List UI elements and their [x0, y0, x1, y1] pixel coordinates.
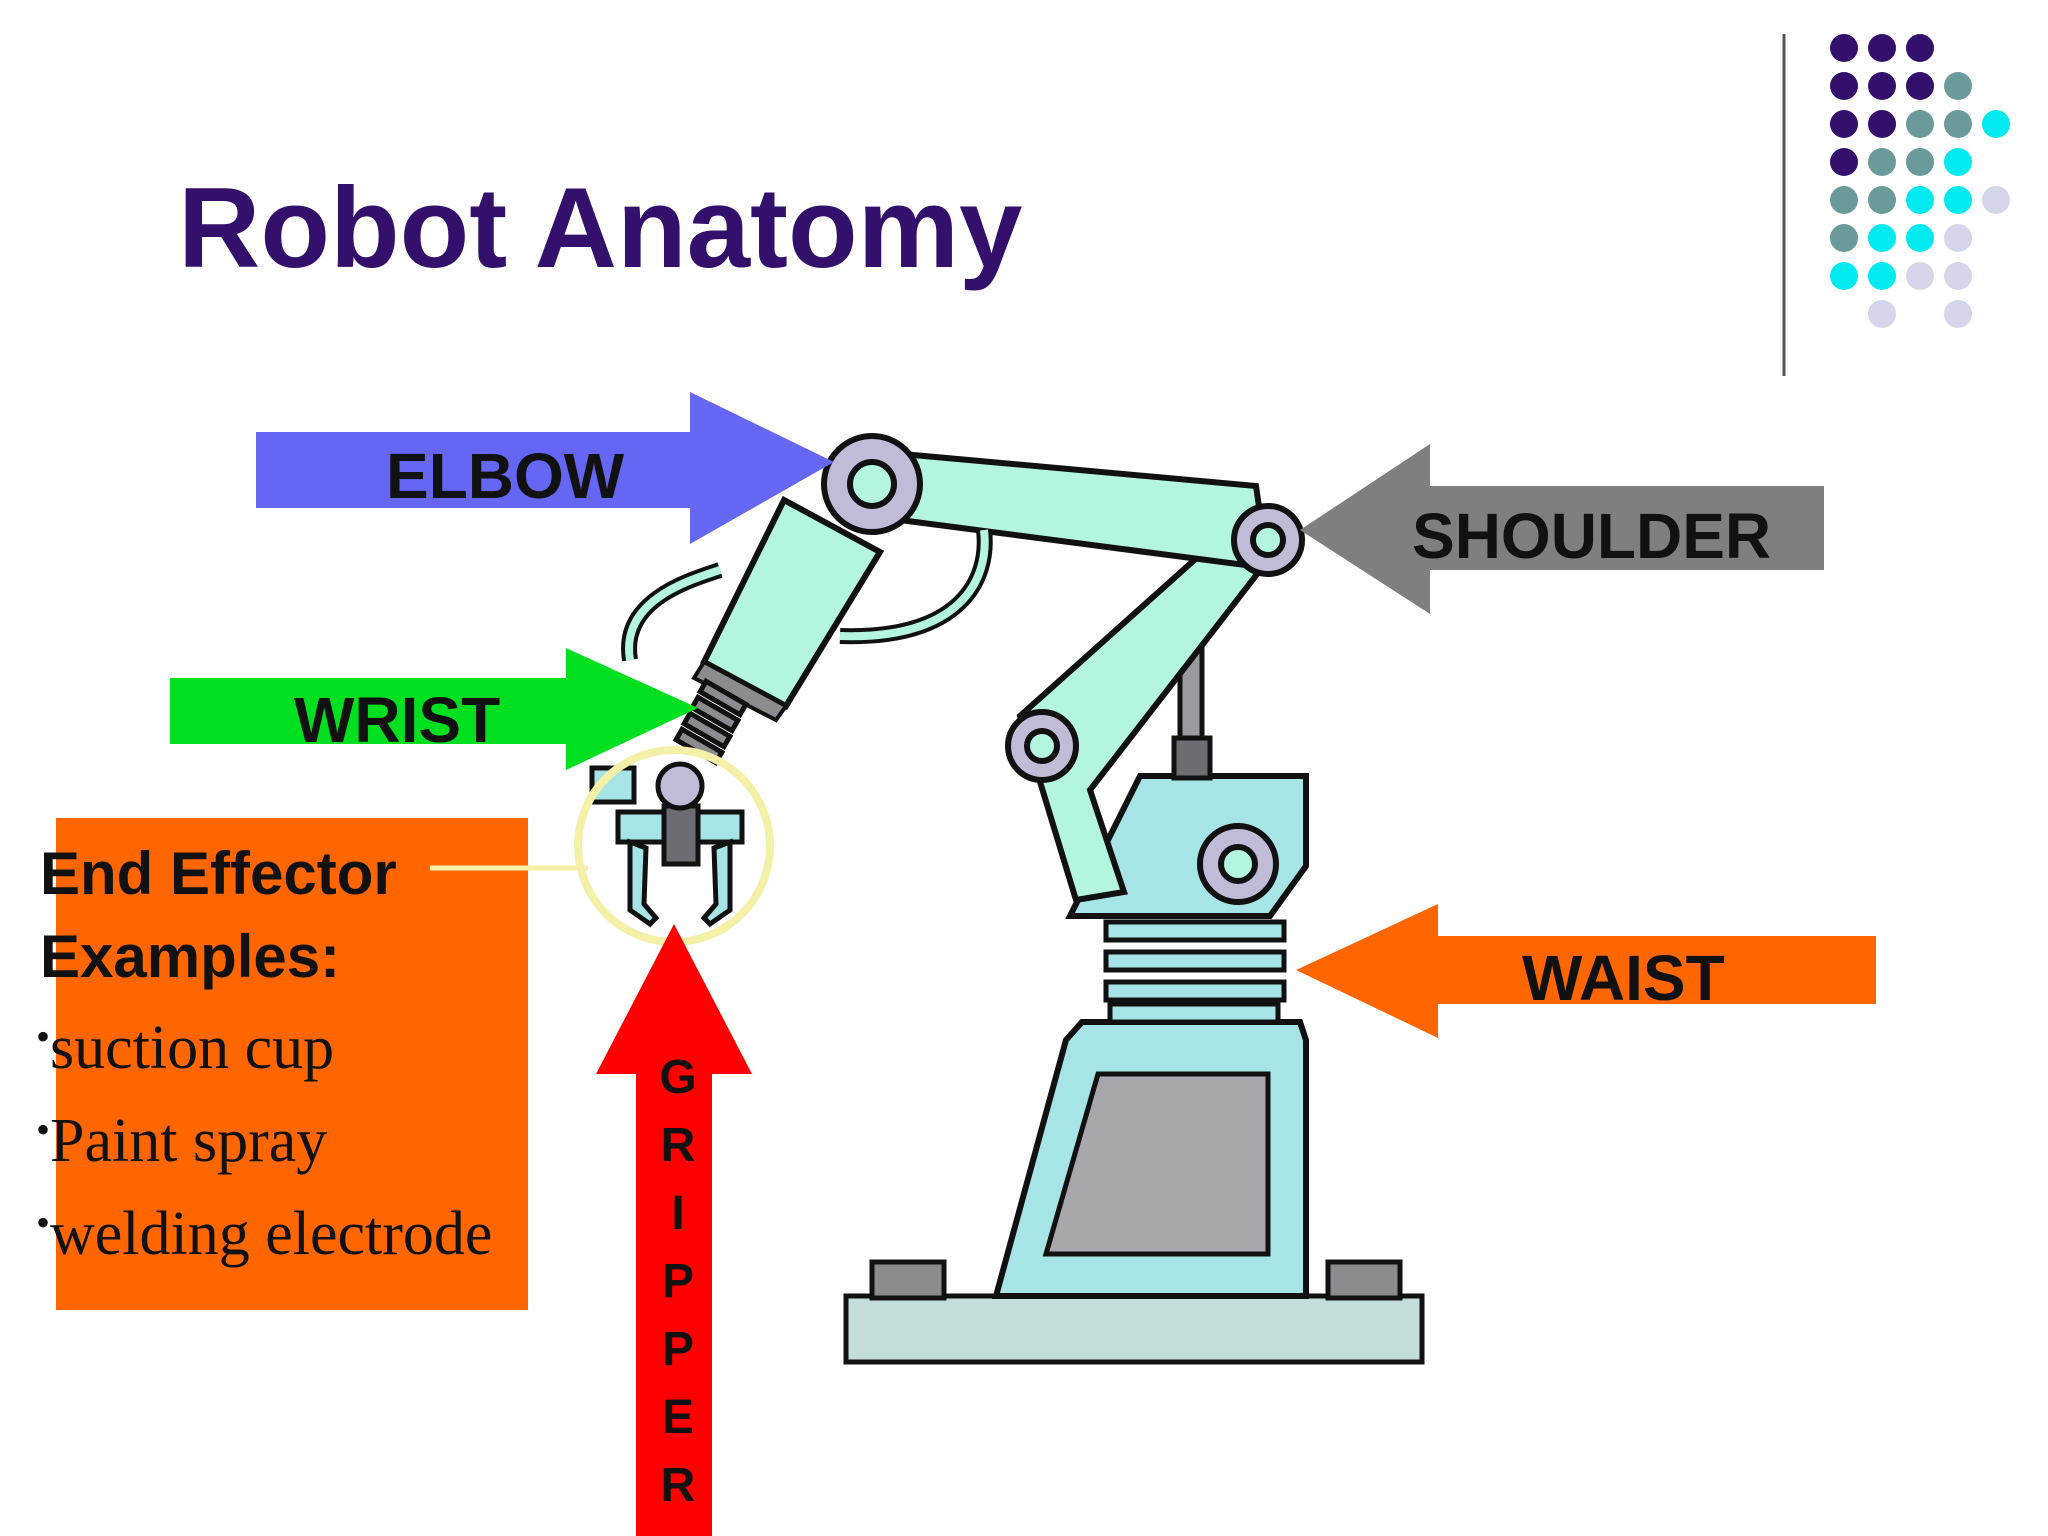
decor-dot [1944, 110, 1972, 138]
decor-dot [1944, 262, 1972, 290]
list-item-text: Paint spray [50, 1107, 328, 1175]
decor-dot [1906, 110, 1934, 138]
decor-dot [1868, 300, 1896, 328]
decor-dot [1830, 110, 1858, 138]
decor-dot [1830, 186, 1858, 214]
decor-dot [1944, 300, 1972, 328]
elbow-arrow [256, 392, 834, 544]
decor-dot [1906, 186, 1934, 214]
end-effector-box [56, 818, 528, 1310]
decor-dot [1868, 72, 1896, 100]
decor-dot [1868, 110, 1896, 138]
decor-dot [1906, 72, 1934, 100]
list-item-text: welding electrode [50, 1200, 493, 1268]
shoulder-arrow [1300, 444, 1824, 614]
decor-dot [1830, 148, 1858, 176]
gripper-letter: E [661, 1391, 694, 1444]
decor-dot [1868, 34, 1896, 62]
decor-dot [1906, 148, 1934, 176]
slide-title: Robot Anatomy [178, 165, 1023, 292]
decor-dot [1868, 148, 1896, 176]
gripper-letter: G [659, 1051, 697, 1104]
decor-dot [1868, 224, 1896, 252]
decor-dot [1830, 34, 1858, 62]
gripper-arrow [596, 924, 752, 1536]
decor-dot [1830, 224, 1858, 252]
gripper-letter: P [661, 1255, 694, 1308]
wrist-arrow [170, 648, 698, 770]
list-item: •Paint spray [36, 1089, 492, 1182]
waist-label: WAIST [1522, 942, 1725, 1014]
decor-dot [1944, 72, 1972, 100]
decor-dot [1906, 224, 1934, 252]
end-effector-heading-line2: Examples: [40, 923, 341, 990]
end-effector-heading-line1: End Effector [40, 840, 397, 907]
wrist-label: WRIST [294, 684, 501, 756]
elbow-label: ELBOW [386, 440, 625, 512]
bullet-icon: • [36, 1200, 51, 1245]
decor-dot [1982, 186, 2010, 214]
decor-dot [1868, 186, 1896, 214]
gripper-letter: P [661, 1323, 694, 1376]
gripper-letter: R [660, 1119, 696, 1172]
decor-dot [1944, 186, 1972, 214]
decor-dot [1982, 110, 2010, 138]
decor-dot [1830, 72, 1858, 100]
list-item-text: suction cup [50, 1014, 335, 1082]
decor-dot [1906, 34, 1934, 62]
gripper-letter: R [660, 1459, 696, 1512]
decor-dot [1944, 148, 1972, 176]
decor-dot [1906, 262, 1934, 290]
gripper-label: G R I P P E R [648, 1044, 708, 1520]
decor-dot [1944, 224, 1972, 252]
list-item: •suction cup [36, 996, 492, 1089]
bullet-icon: • [36, 1014, 51, 1059]
end-effector-heading: End Effector Examples: [40, 832, 397, 998]
bullet-icon: • [36, 1107, 51, 1152]
decor-dot [1868, 262, 1896, 290]
waist-arrow [1296, 904, 1876, 1038]
decor-dot [1830, 262, 1858, 290]
gripper-letter: I [671, 1187, 685, 1240]
list-item: •welding electrode [36, 1182, 492, 1275]
end-effector-list: •suction cup •Paint spray •welding elect… [36, 996, 492, 1275]
shoulder-label: SHOULDER [1412, 500, 1772, 572]
